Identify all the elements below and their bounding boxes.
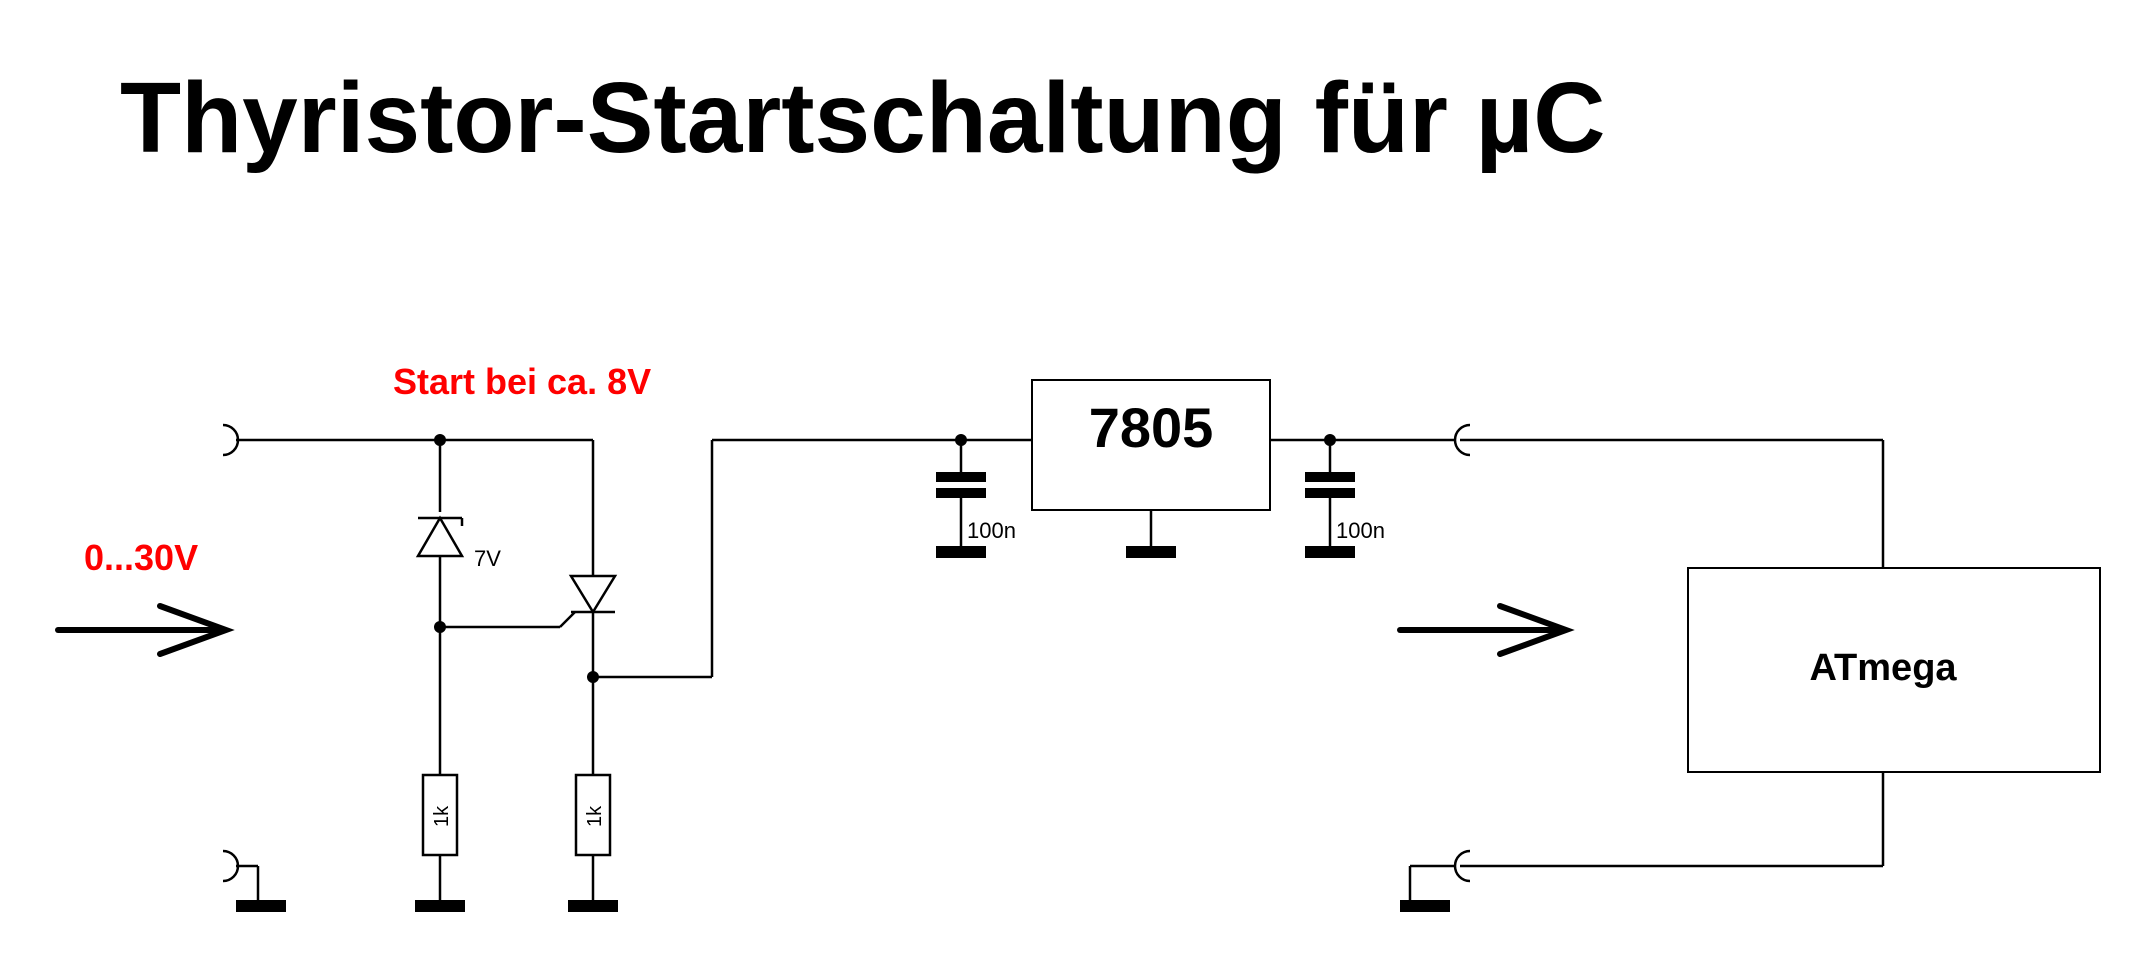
- ground-input: [236, 900, 286, 912]
- mcu-box: [1687, 567, 2101, 773]
- capacitor-left-label: 100n: [967, 518, 1016, 543]
- thyristor: [568, 574, 618, 615]
- mcu-label: ATmega: [1809, 647, 1957, 689]
- capacitor-right: [1305, 472, 1355, 558]
- resistor-left-label: 1k: [431, 805, 453, 827]
- resistor-right-label: 1k: [584, 805, 606, 827]
- wires: [236, 438, 1885, 902]
- input-voltage-label: 0...30V: [84, 537, 198, 578]
- ground-thyristor-resistor: [568, 900, 618, 912]
- output-arrow: [1397, 603, 1575, 657]
- input-terminal-top: [222, 423, 240, 457]
- output-terminal-top: [1453, 423, 1471, 457]
- regulator-box: [1031, 379, 1271, 511]
- ground-regulator: [1126, 546, 1176, 558]
- output-terminal-bottom: [1453, 849, 1471, 883]
- input-terminal-bottom: [222, 849, 240, 883]
- terminals: [222, 423, 1471, 883]
- ground-symbols: [236, 546, 1450, 912]
- zener-diode: [415, 515, 465, 558]
- zener-label: 7V: [474, 546, 501, 571]
- junctions: [434, 434, 1336, 683]
- capacitor-right-label: 100n: [1336, 518, 1385, 543]
- capacitor-left: [936, 472, 986, 558]
- page-title: Thyristor-Startschaltung für µC: [120, 62, 1606, 174]
- ground-output: [1400, 900, 1450, 912]
- start-note-label: Start bei ca. 8V: [393, 361, 651, 402]
- resistor-left: 1k: [421, 773, 459, 857]
- ground-zener-resistor: [415, 900, 465, 912]
- input-arrow: [55, 603, 235, 657]
- regulator-label: 7805: [1089, 396, 1214, 459]
- resistor-right: 1k: [574, 773, 612, 857]
